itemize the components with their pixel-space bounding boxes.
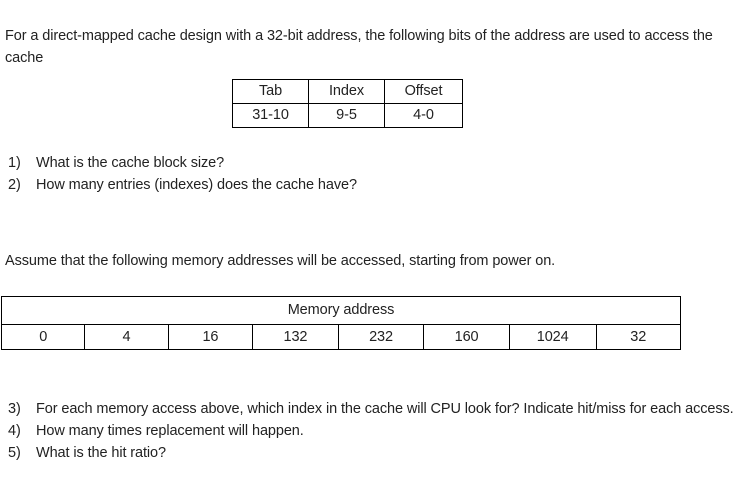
question-marker: 4) (8, 423, 21, 439)
list-item: 1) What is the cache block size? (0, 152, 600, 174)
memory-table-header: Memory address (1, 296, 681, 325)
memory-address-cell: 160 (423, 324, 510, 350)
question-marker: 5) (8, 445, 21, 461)
memory-address-cell: 4 (84, 324, 169, 350)
intro-paragraph: For a direct-mapped cache design with a … (5, 27, 717, 66)
question-text: How many entries (indexes) does the cach… (36, 177, 357, 193)
question-marker: 3) (8, 401, 21, 417)
question-list-top: 1) What is the cache block size? 2) How … (0, 152, 600, 196)
table-row: 31-10 9-5 4-0 (232, 103, 463, 128)
address-bitfield-table: Tab Index Offset 31-10 9-5 4-0 (232, 79, 463, 128)
memory-address-cell: 132 (252, 324, 339, 350)
memory-address-cell: 16 (167, 324, 254, 350)
question-text: What is the cache block size? (36, 155, 225, 171)
bitfield-value-tag: 31-10 (232, 103, 309, 128)
bitfield-value-offset: 4-0 (384, 103, 463, 128)
bitfield-value-index: 9-5 (308, 103, 385, 128)
list-item: 3) For each memory access above, which i… (0, 398, 734, 420)
table-row: Tab Index Offset (232, 79, 463, 104)
question-text: For each memory access above, which inde… (36, 401, 734, 417)
question-list-bottom: 3) For each memory access above, which i… (0, 398, 734, 464)
memory-address-cell: 32 (595, 324, 682, 350)
table-row: Memory address (1, 296, 681, 325)
question-marker: 1) (8, 155, 21, 171)
assume-paragraph: Assume that the following memory address… (5, 252, 556, 269)
bitfield-header-index: Index (308, 79, 385, 104)
list-item: 5) What is the hit ratio? (0, 442, 734, 464)
memory-address-cell: 1024 (508, 324, 597, 350)
memory-address-cell: 232 (337, 324, 425, 350)
table-row: 0 4 16 132 232 160 1024 32 (0, 324, 682, 350)
question-text: What is the hit ratio? (36, 445, 166, 461)
memory-address-cell: 0 (0, 324, 86, 350)
question-text: How many times replacement will happen. (36, 423, 304, 439)
bitfield-header-offset: Offset (384, 79, 463, 104)
bitfield-header-tag: Tab (232, 79, 309, 104)
list-item: 2) How many entries (indexes) does the c… (0, 174, 600, 196)
list-item: 4) How many times replacement will happe… (0, 420, 734, 442)
memory-address-table: Memory address 0 4 16 132 232 160 1024 3… (0, 296, 682, 350)
question-marker: 2) (8, 177, 21, 193)
